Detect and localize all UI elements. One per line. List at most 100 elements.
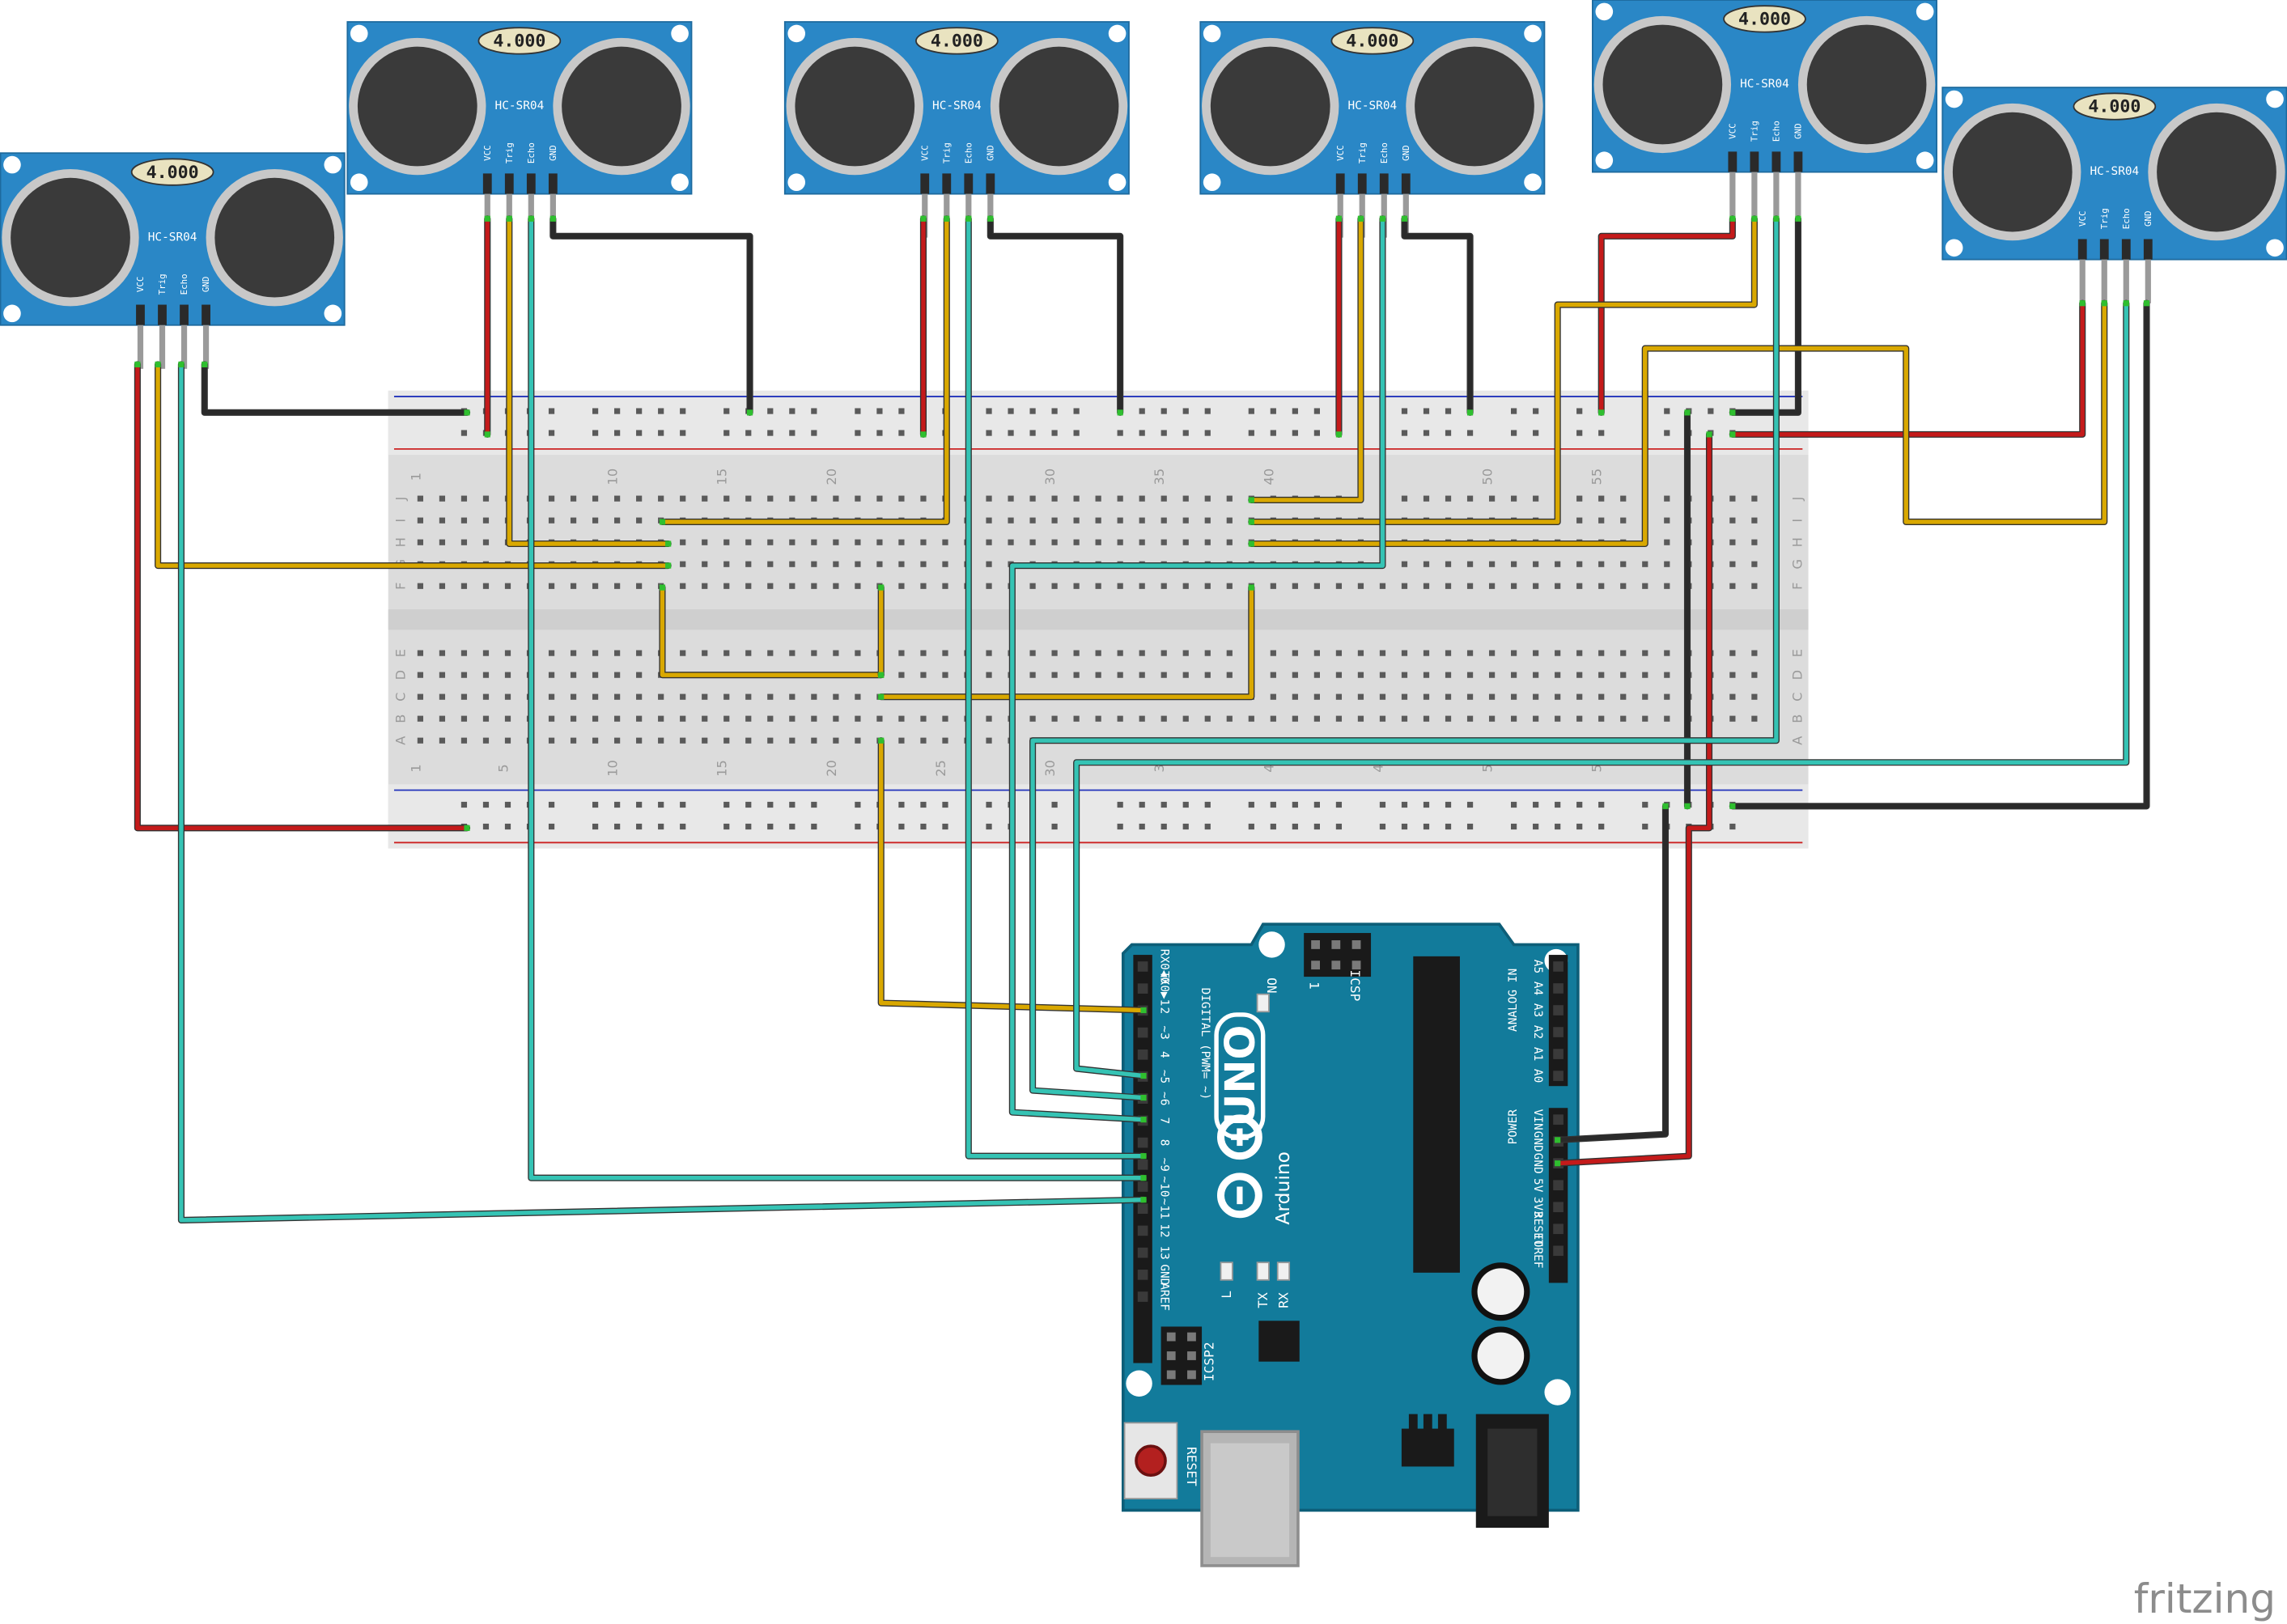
rail-hole: [1576, 430, 1583, 436]
wire[interactable]: [1402, 216, 1473, 415]
wire[interactable]: [1555, 804, 1668, 1143]
rail-hole: [1313, 430, 1320, 436]
crystal: [130, 158, 214, 186]
wire[interactable]: [660, 585, 884, 677]
wire[interactable]: [1074, 301, 2128, 1079]
power-pin[interactable]: [1553, 1180, 1564, 1191]
wire[interactable]: [1249, 301, 2107, 546]
wire[interactable]: [1730, 301, 2149, 808]
breadboard-hole: [1139, 650, 1145, 656]
wire[interactable]: [1249, 216, 1364, 502]
pin-lead[interactable]: [2145, 259, 2151, 303]
power-pin[interactable]: [1553, 1245, 1564, 1257]
digital-pin[interactable]: [1137, 1160, 1148, 1170]
breadboard-hole: [1598, 650, 1605, 656]
breadboard-hole: [1445, 715, 1452, 722]
icsp-pin[interactable]: [1351, 960, 1361, 970]
wire[interactable]: [1010, 216, 1385, 1122]
wire[interactable]: [966, 216, 1146, 1159]
rail-hole: [1270, 801, 1276, 808]
breadboard-hole: [1488, 583, 1496, 589]
wire[interactable]: [1730, 216, 1801, 415]
wire[interactable]: [660, 216, 949, 524]
icsp-pin[interactable]: [1311, 960, 1320, 970]
analog-pin[interactable]: [1553, 1071, 1564, 1081]
digital-pin[interactable]: [1137, 983, 1148, 994]
power-pin[interactable]: [1553, 1114, 1564, 1125]
icsp2-pin[interactable]: [1166, 1370, 1176, 1380]
wire-endpoint: [1335, 215, 1343, 222]
pin-lead[interactable]: [1751, 172, 1758, 216]
power-pin[interactable]: [1553, 1202, 1564, 1213]
row-letter: G: [1789, 559, 1805, 570]
pin-lead[interactable]: [202, 324, 210, 369]
wire[interactable]: [550, 216, 753, 415]
wire-endpoint: [1598, 409, 1605, 416]
wire[interactable]: [202, 362, 469, 415]
wire[interactable]: [528, 216, 1146, 1181]
breadboard-hole: [504, 583, 511, 589]
analog-pin[interactable]: [1553, 1005, 1564, 1016]
digital-pin[interactable]: [1137, 1225, 1148, 1236]
icsp-pin[interactable]: [1331, 940, 1341, 949]
wire[interactable]: [1555, 432, 1712, 1166]
mounting-hole: [1595, 151, 1614, 169]
wire[interactable]: [1599, 216, 1735, 415]
digital-pin[interactable]: [1137, 1247, 1148, 1258]
pin-lead[interactable]: [2101, 259, 2107, 303]
wire[interactable]: [988, 216, 1122, 415]
rail-hole: [658, 823, 664, 830]
l-label: L: [1219, 1291, 1234, 1299]
breadboard-hole: [1226, 715, 1233, 722]
pin-lead[interactable]: [2079, 259, 2085, 303]
wire[interactable]: [879, 585, 1254, 699]
mounting-hole: [1108, 173, 1127, 192]
atmega-chip: [1413, 956, 1460, 1273]
analog-pin[interactable]: [1553, 961, 1564, 972]
pin-lead[interactable]: [1729, 172, 1736, 216]
pin-lead[interactable]: [2123, 259, 2129, 303]
wire[interactable]: [179, 362, 1146, 1223]
wire[interactable]: [155, 362, 671, 568]
icsp2-pin[interactable]: [1187, 1332, 1196, 1342]
rail-hole: [942, 823, 948, 830]
icsp2-pin[interactable]: [1187, 1370, 1196, 1380]
icsp-pin[interactable]: [1331, 960, 1341, 970]
digital-pin[interactable]: [1137, 1291, 1148, 1302]
icsp-pin[interactable]: [1351, 940, 1361, 949]
breadboard-hole: [702, 583, 708, 589]
digital-pin[interactable]: [1137, 961, 1148, 972]
breadboard-hole: [745, 495, 752, 502]
wire[interactable]: [1030, 216, 1779, 1100]
rail-hole: [1117, 823, 1123, 830]
pin-lead[interactable]: [159, 324, 166, 369]
analog-pin[interactable]: [1553, 983, 1564, 994]
digital-pin[interactable]: [1137, 1049, 1148, 1060]
wire[interactable]: [879, 738, 1146, 1013]
digital-pin[interactable]: [1137, 1181, 1148, 1192]
digital-pin[interactable]: [1137, 1270, 1148, 1280]
pin-lead[interactable]: [1773, 172, 1780, 216]
analog-pin[interactable]: [1553, 1049, 1564, 1059]
digital-pin[interactable]: [1137, 1027, 1148, 1038]
reset-button[interactable]: [1135, 1444, 1167, 1478]
pin-lead[interactable]: [137, 324, 144, 369]
wire[interactable]: [135, 362, 469, 831]
analog-pin[interactable]: [1553, 1027, 1564, 1037]
voltage-regulator: [1401, 1428, 1454, 1467]
rail-hole: [855, 430, 861, 436]
wire[interactable]: [1730, 301, 2085, 437]
icsp2-pin[interactable]: [1187, 1351, 1196, 1360]
breadboard-hole: [680, 583, 686, 589]
power-jack-inner: [1487, 1428, 1538, 1516]
digital-pin[interactable]: [1137, 1203, 1148, 1215]
wire[interactable]: [507, 216, 671, 546]
pin-lead[interactable]: [1795, 172, 1801, 216]
icsp-pin[interactable]: [1311, 940, 1320, 949]
power-pin[interactable]: [1553, 1223, 1564, 1235]
icsp2-pin[interactable]: [1166, 1332, 1176, 1342]
icsp2-pin[interactable]: [1166, 1351, 1176, 1360]
pin-lead[interactable]: [180, 324, 188, 369]
digital-pin[interactable]: [1137, 1137, 1148, 1148]
wire[interactable]: [1249, 216, 1757, 524]
